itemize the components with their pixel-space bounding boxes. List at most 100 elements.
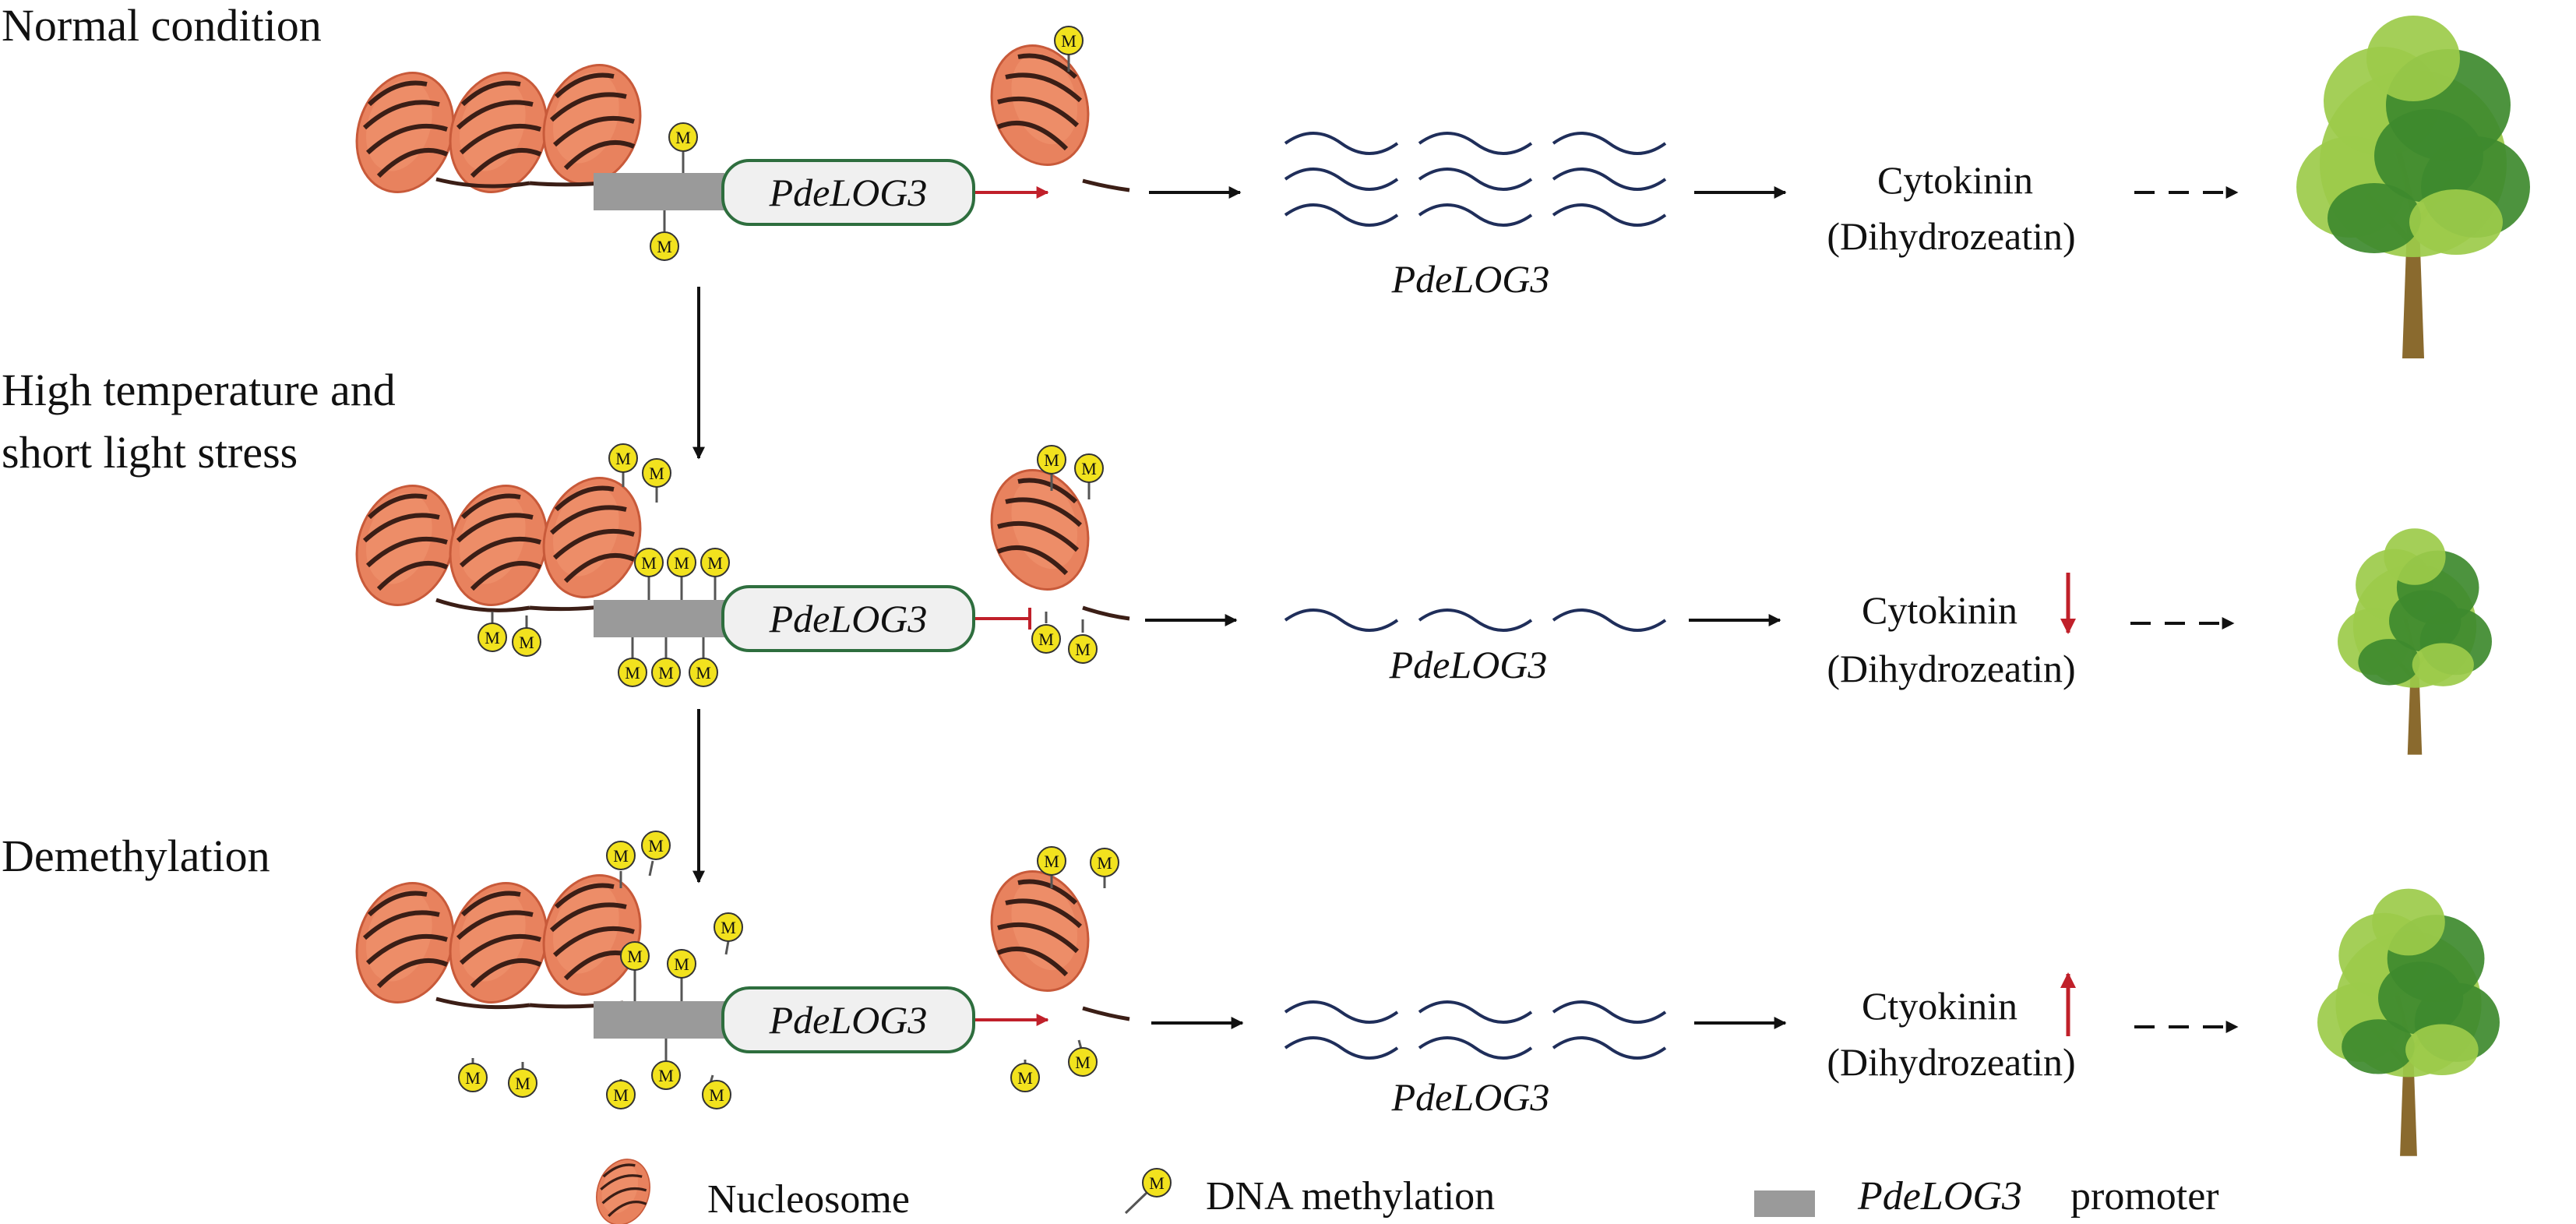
methyl-mark: M: [620, 941, 650, 1001]
methyl-mark: M: [667, 949, 696, 1001]
legend-nucleosome-label: Nucleosome: [707, 1177, 910, 1222]
methyl-mark: M: [714, 912, 743, 955]
tree-foliage: [2366, 16, 2460, 101]
dna-strand: [1082, 178, 1130, 192]
svg-text:M: M: [485, 628, 500, 647]
methyl-mark: M: [1037, 846, 1066, 888]
svg-text:M: M: [627, 947, 643, 966]
legend-promoter-gene: PdeLOG3: [1857, 1174, 2022, 1219]
tree-trunk: [2402, 226, 2424, 358]
svg-text:M: M: [1075, 1053, 1091, 1072]
svg-text:M: M: [721, 918, 736, 937]
svg-text:M: M: [674, 553, 689, 573]
nucleosome: [977, 33, 1103, 177]
methyl-mark: M: [1068, 619, 1098, 664]
svg-text:M: M: [1038, 630, 1054, 649]
dihydrozeatin-label: (Dihydrozeatin): [1827, 1040, 2075, 1084]
condition-label: High temperature and: [2, 365, 396, 415]
transcript-wave: [1552, 1036, 1667, 1060]
tree-foliage: [2384, 528, 2446, 585]
methyl-mark: M: [668, 122, 698, 173]
methyl-mark: M: [477, 612, 507, 652]
transcript-wave: [1284, 132, 1399, 155]
transcript-group: [1284, 1000, 1667, 1060]
tree-graphic: [2338, 528, 2492, 755]
legend-methylation-label: DNA methylation: [1206, 1174, 1495, 1219]
svg-text:M: M: [515, 1074, 530, 1093]
tree: [2296, 16, 2530, 358]
tree-foliage: [2409, 189, 2503, 255]
svg-text:M: M: [613, 1085, 629, 1105]
transcript-label: PdeLOG3: [1391, 1075, 1550, 1119]
transcript-wave: [1418, 1036, 1533, 1060]
methyl-mark: M: [606, 1079, 636, 1109]
row-stress: High temperature and short light stress …: [2, 365, 2492, 755]
methyl-mark: M: [1054, 26, 1084, 72]
svg-text:M: M: [615, 449, 631, 468]
svg-text:M: M: [465, 1068, 481, 1088]
transcript-wave: [1284, 1036, 1399, 1060]
transcript-wave: [1284, 1000, 1399, 1024]
transcript-wave: [1418, 168, 1533, 191]
methyl-mark: M: [508, 1062, 537, 1098]
tree-trunk: [2400, 1053, 2417, 1156]
transcript-wave: [1284, 168, 1399, 191]
cytokinin-label: Cytokinin: [1877, 158, 2033, 202]
tree-trunk: [2407, 667, 2423, 755]
promoter-bar: [594, 1001, 724, 1039]
svg-text:M: M: [1044, 852, 1059, 871]
nucleosome: [342, 870, 468, 1014]
legend-nucleosome-icon: [587, 1151, 660, 1224]
tree: [2317, 888, 2500, 1156]
methyl-mark: M: [458, 1058, 488, 1092]
transcript-wave: [1552, 1000, 1667, 1024]
svg-text:M: M: [696, 663, 711, 683]
methyl-mark: M: [650, 210, 679, 261]
svg-text:M: M: [658, 663, 674, 683]
transcript-wave: [1284, 608, 1399, 632]
svg-text:M: M: [709, 1085, 724, 1105]
legend-methylation-icon: M: [1124, 1168, 1172, 1215]
dna-strand: [1082, 1006, 1130, 1021]
svg-text:M: M: [1075, 640, 1091, 659]
svg-text:M: M: [1081, 459, 1097, 478]
svg-text:M: M: [707, 553, 723, 573]
tree-foliage: [2405, 1024, 2479, 1076]
transcript-wave: [1418, 1000, 1533, 1024]
transcript-label: PdeLOG3: [1391, 257, 1550, 301]
tree-graphic: [2317, 888, 2500, 1156]
svg-text:M: M: [657, 237, 672, 256]
transcript-group: [1284, 132, 1667, 227]
dihydrozeatin-label: (Dihydrozeatin): [1827, 214, 2075, 258]
gene-label: PdeLOG3: [769, 171, 928, 214]
methyl-mark: M: [634, 548, 664, 600]
methyl-mark: M: [700, 548, 730, 600]
tree-foliage: [2358, 639, 2420, 686]
cytokinin-label: Ctyokinin: [1862, 984, 2017, 1028]
nucleosome: [977, 859, 1103, 1003]
nucleosome: [529, 862, 655, 1007]
transcript-wave: [1552, 168, 1667, 191]
methyl-mark: M: [651, 1039, 681, 1090]
gene-label: PdeLOG3: [769, 597, 928, 640]
methyl-mark: M: [1068, 1039, 1098, 1077]
methyl-mark: M: [606, 841, 636, 888]
methyl-mark: M: [1031, 612, 1061, 654]
promoter-bar: [594, 600, 724, 637]
methyl-mark: M: [608, 443, 638, 487]
methyl-mark: M: [702, 1074, 731, 1109]
gene-box: [721, 986, 975, 1053]
svg-text:M: M: [658, 1066, 674, 1085]
svg-text:M: M: [519, 633, 534, 652]
methyl-mark: M: [642, 458, 671, 503]
methyl-mark: M: [618, 637, 647, 687]
nucleosome: [342, 473, 468, 617]
methyl-mark: M: [689, 637, 718, 687]
condition-label: Normal condition: [2, 0, 322, 51]
transcript-wave: [1552, 132, 1667, 155]
tree-foliage: [2342, 1019, 2415, 1074]
condition-label: Demethylation: [2, 831, 270, 881]
dihydrozeatin-label: (Dihydrozeatin): [1827, 647, 2075, 690]
nucleosome: [529, 465, 655, 609]
